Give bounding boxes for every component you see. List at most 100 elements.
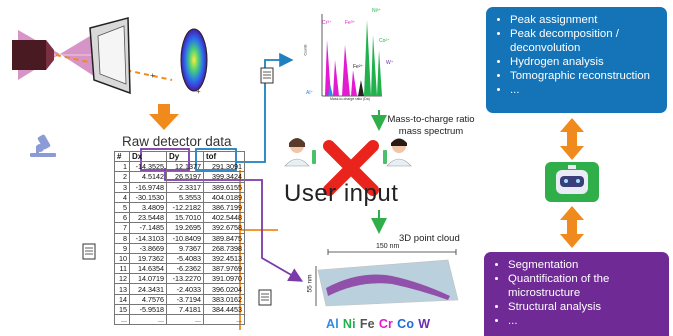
ml-task-item: Hydrogen analysis <box>510 55 659 69</box>
table-cell: -14.3525 <box>129 161 167 173</box>
table-cell: 3.4809 <box>129 201 167 214</box>
table-cell: -10.8409 <box>166 232 204 244</box>
red-cross-icon <box>323 140 379 196</box>
ml-task-item: Structural analysis <box>508 300 661 314</box>
table-cell: -30.1530 <box>129 191 167 203</box>
table-cell: 383.0162 <box>203 293 245 305</box>
peak-label: Ni³⁺ <box>372 8 382 14</box>
table-cell: 14 <box>114 293 130 305</box>
point-cloud-render <box>315 249 459 307</box>
raw-detector-data-title: Raw detector data <box>122 134 232 149</box>
table-cell: -12.2182 <box>166 201 204 214</box>
specimen-tip <box>12 40 54 70</box>
mass-spectrum-caption: Mass-to-charge ratio mass spectrum <box>385 114 477 138</box>
table-cell: 392.6758 <box>203 222 245 234</box>
point-cloud-caption: 3D point cloud <box>399 233 460 244</box>
table-cell: 4 <box>114 191 130 203</box>
table-cell: 14.6354 <box>129 263 167 275</box>
table-cell: 392.4513 <box>203 252 245 265</box>
table-cell: 402.5448 <box>203 212 245 224</box>
table-cell: 9 <box>114 242 130 254</box>
table-cell: 7 <box>114 222 130 234</box>
table-header-row: # Dx Dy tof <box>114 150 245 163</box>
microscope-icon <box>30 134 56 157</box>
table-cell: 23.5448 <box>129 212 167 224</box>
ml-tasks-top-list: Peak assignmentPeak decomposition / deco… <box>486 7 667 97</box>
table-cell: 12.1377 <box>166 161 204 173</box>
table-cell: ... <box>114 313 130 326</box>
svg-text:+: + <box>196 87 201 96</box>
ml-task-item: Segmentation <box>508 258 661 272</box>
table-cell: ... <box>166 313 204 326</box>
ml-task-item: Peak assignment <box>510 13 659 27</box>
table-cell: 12 <box>114 273 130 285</box>
table-cell: ... <box>129 313 167 326</box>
ml-task-item: Tomographic reconstruction <box>510 69 659 83</box>
mass-spectrum-caption-line2: mass spectrum <box>398 126 464 137</box>
table-cell: 2 <box>114 171 130 183</box>
table-cell: 19.7362 <box>129 252 167 265</box>
table-cell: -16.9748 <box>129 181 167 193</box>
table-row: ............ <box>114 313 245 326</box>
ion-trajectory <box>55 54 173 81</box>
ml-tasks-bottom-box: SegmentationQuantification of the micros… <box>484 252 669 336</box>
element-symbol: Cr <box>378 317 394 331</box>
table-cell: 389.6155 <box>203 181 245 193</box>
table-cell: 15 <box>114 303 130 316</box>
table-cell: 13 <box>114 283 130 295</box>
table-cell: -2.3317 <box>166 181 204 193</box>
orange-double-arrow-top <box>560 118 584 160</box>
person-icon-left <box>284 138 316 167</box>
table-cell: 389.8475 <box>203 232 245 244</box>
table-cell: 404.0189 <box>203 191 245 203</box>
element-symbol: Al <box>326 317 339 331</box>
person-icon-right <box>383 138 412 167</box>
table-cell: 391.0970 <box>203 273 245 285</box>
scale-bar-top-label: 150 nm <box>376 243 400 250</box>
table-cell: 268.7398 <box>203 242 245 254</box>
local-electrode <box>89 17 131 95</box>
peak-label: Co²⁺ <box>379 38 390 44</box>
table-cell: 5.3553 <box>166 191 204 203</box>
table-cell: 396.0204 <box>203 283 245 295</box>
table-cell: 8 <box>114 232 130 244</box>
table-cell: 291.3091 <box>203 161 245 173</box>
document-icon-left <box>82 243 96 260</box>
document-icon-bottom <box>258 289 272 306</box>
user-input-label: User input <box>284 180 399 207</box>
table-cell: ... <box>203 313 245 326</box>
peak-label: Fe³⁺ <box>345 20 356 26</box>
table-cell: 6 <box>114 212 130 224</box>
orange-arrow-down <box>149 104 179 130</box>
table-cell: 24.3431 <box>129 283 167 295</box>
element-symbol: Co <box>397 317 415 331</box>
orange-double-arrow-bottom <box>560 206 584 248</box>
table-cell: 4.7576 <box>129 293 167 305</box>
table-cell: -5.4083 <box>166 252 204 265</box>
ml-task-item: Peak decomposition / deconvolution <box>510 27 659 55</box>
table-cell: 11 <box>114 263 130 275</box>
column-header-dx: Dx <box>129 150 167 163</box>
ml-tasks-bottom-list: SegmentationQuantification of the micros… <box>484 252 669 328</box>
peak-label: Cr³⁺ <box>322 20 332 26</box>
column-header-dy: Dy <box>166 150 204 163</box>
mass-spectrum-caption-line1: Mass-to-charge ratio <box>387 114 475 125</box>
table-cell: 1 <box>114 161 130 173</box>
table-cell: 5 <box>114 201 130 214</box>
